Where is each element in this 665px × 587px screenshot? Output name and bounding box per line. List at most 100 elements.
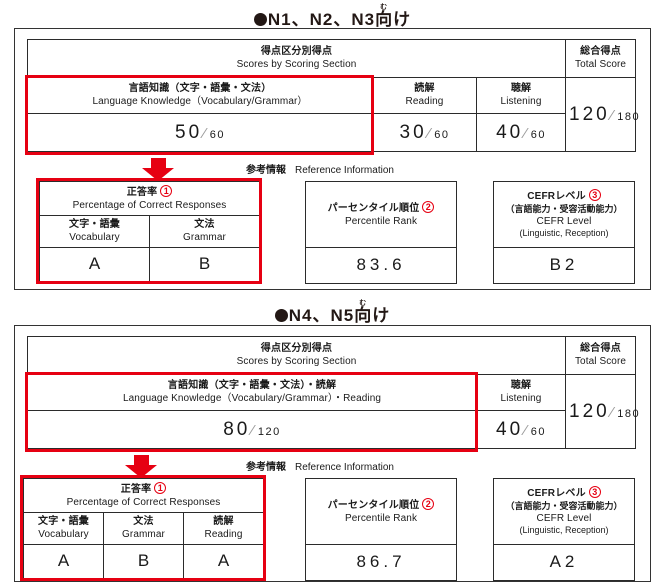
percentile-value: 83.6	[356, 255, 406, 274]
percentile-value: 86.7	[356, 552, 406, 571]
score-value: 50⁄60	[175, 121, 225, 143]
pcr-col-en: Vocabulary	[38, 529, 89, 541]
table-row: 文字・語彙 Vocabulary 文法 Grammar	[39, 215, 260, 248]
total-score-value-n1: 120⁄180	[565, 77, 639, 152]
total-score-value-n4: 120⁄180	[565, 374, 639, 449]
red-down-arrow-icon	[125, 455, 157, 478]
col-header-en: Listening	[500, 96, 542, 108]
pcr-grade-grammar-n1: B	[149, 247, 260, 282]
grade-value: A	[88, 254, 101, 273]
cefr-subtitle-en: (Linguistic, Reception)	[519, 525, 609, 536]
table-row: 言語知識（文字・語彙・文法） Language Knowledge（Vocabu…	[27, 77, 639, 152]
pcr-col-jp: 文法	[194, 218, 215, 230]
pcr-col-jp: 文字・語彙	[69, 218, 120, 230]
col-header-reading-n1: 読解 Reading	[372, 77, 477, 114]
cefr-subtitle-jp: （言語能力・受容活動能力）	[505, 203, 623, 214]
score-value: 40⁄60	[496, 418, 546, 440]
score-value: 30⁄60	[399, 121, 450, 143]
marker-2-icon: 2	[422, 200, 435, 213]
table-row: B2	[493, 247, 635, 284]
section-title-n4-suffix: け	[372, 306, 391, 325]
table-row: 50⁄60 30⁄60 40⁄60	[27, 113, 636, 152]
cefr-value: A2	[549, 552, 579, 571]
pcr-title-en: Percentage of Correct Responses	[72, 200, 227, 212]
col-header-listening-n1: 聴解 Listening	[475, 77, 567, 114]
percentile-value-n1: 83.6	[305, 247, 457, 284]
score-value: 80⁄120	[223, 418, 281, 440]
reference-label-jp: 参考情報	[246, 165, 286, 176]
table-row: A2	[493, 544, 635, 581]
percentile-value-n4: 86.7	[305, 544, 457, 581]
panel-n1: 得点区分別得点 Scores by Scoring Section 総合得点 T…	[14, 28, 651, 290]
total-score: 120⁄180	[569, 103, 641, 125]
table-row: 80⁄120 40⁄60	[27, 410, 636, 449]
scores-table-n4: 得点区分別得点 Scores by Scoring Section 総合得点 T…	[27, 336, 639, 449]
score-language-knowledge-n1: 50⁄60	[27, 113, 373, 152]
col-header-language-knowledge-n1: 言語知識（文字・語彙・文法） Language Knowledge（Vocabu…	[27, 77, 373, 114]
col-header-language-knowledge-reading-n4: 言語知識（文字・語彙・文法）・読解 Language Knowledge（Voc…	[27, 374, 477, 411]
scores-header-jp: 得点区分別得点	[260, 342, 333, 354]
pcr-col-en: Vocabulary	[69, 232, 120, 244]
cefr-title-en: CEFR Level	[536, 513, 592, 525]
pcr-grade-vocabulary-n1: A	[39, 247, 150, 282]
marker-3-icon: 3	[588, 189, 601, 202]
section-title-n1-ruby-kanji: 向む	[375, 4, 394, 29]
bullet-dot-icon	[274, 309, 288, 322]
section-title-n4-prefix: N4、N5	[288, 306, 355, 325]
table-row: 文字・語彙 Vocabulary 文法 Grammar 読解 Reading	[23, 512, 265, 545]
grade-value: B	[198, 254, 211, 273]
col-header-en: Language Knowledge（Vocabulary/Grammar）・R…	[122, 393, 382, 405]
section-title-n1-prefix: N1、N2、N3	[267, 10, 376, 29]
marker-3-icon: 3	[588, 486, 601, 499]
pcr-col-jp: 文法	[133, 515, 154, 527]
pcr-col-en: Grammar	[122, 529, 165, 541]
score-language-knowledge-reading-n4: 80⁄120	[27, 410, 477, 449]
pcr-col-jp: 読解	[213, 515, 234, 527]
percentile-title-en: Percentile Rank	[344, 216, 418, 228]
pcr-col-vocabulary-n1: 文字・語彙 Vocabulary	[39, 215, 150, 248]
col-header-jp: 言語知識（文字・語彙・文法）	[128, 82, 272, 94]
scores-section-header-n1: 得点区分別得点 Scores by Scoring Section	[26, 39, 567, 78]
total-score: 120⁄180	[569, 400, 641, 422]
grade-value: A	[57, 551, 70, 570]
col-header-jp: 聴解	[510, 82, 532, 94]
table-row: A B	[39, 247, 260, 282]
cefr-value-n1: B2	[493, 247, 635, 284]
section-title-n1: N1、N2、N3向むけ	[0, 4, 665, 28]
scores-section-header-n4: 得点区分別得点 Scores by Scoring Section	[27, 336, 566, 375]
total-score-header-n1: 総合得点 Total Score	[565, 39, 637, 78]
total-header-en: Total Score	[574, 59, 627, 71]
pcr-grade-reading-n4: A	[182, 544, 265, 579]
bullet-dot-icon	[253, 13, 267, 26]
pcr-grade-vocabulary-n4: A	[23, 544, 104, 579]
table-row: 得点区分別得点 Scores by Scoring Section 総合得点 T…	[27, 336, 636, 375]
section-title-n4-ruby-kanji: 向む	[354, 300, 373, 325]
col-header-jp: 聴解	[510, 379, 532, 391]
reference-information-label-n1: 参考情報 Reference Information	[246, 161, 394, 177]
reference-label-jp: 参考情報	[246, 462, 286, 473]
reference-label-en: Reference Information	[295, 165, 394, 176]
score-value: 40⁄60	[496, 121, 546, 143]
pcr-col-jp: 文字・語彙	[38, 515, 89, 527]
col-header-en: Reading	[405, 96, 444, 108]
percentile-title-en: Percentile Rank	[344, 513, 418, 525]
pcr-title-en: Percentage of Correct Responses	[66, 497, 221, 509]
section-title-n1-suffix: け	[393, 10, 412, 29]
